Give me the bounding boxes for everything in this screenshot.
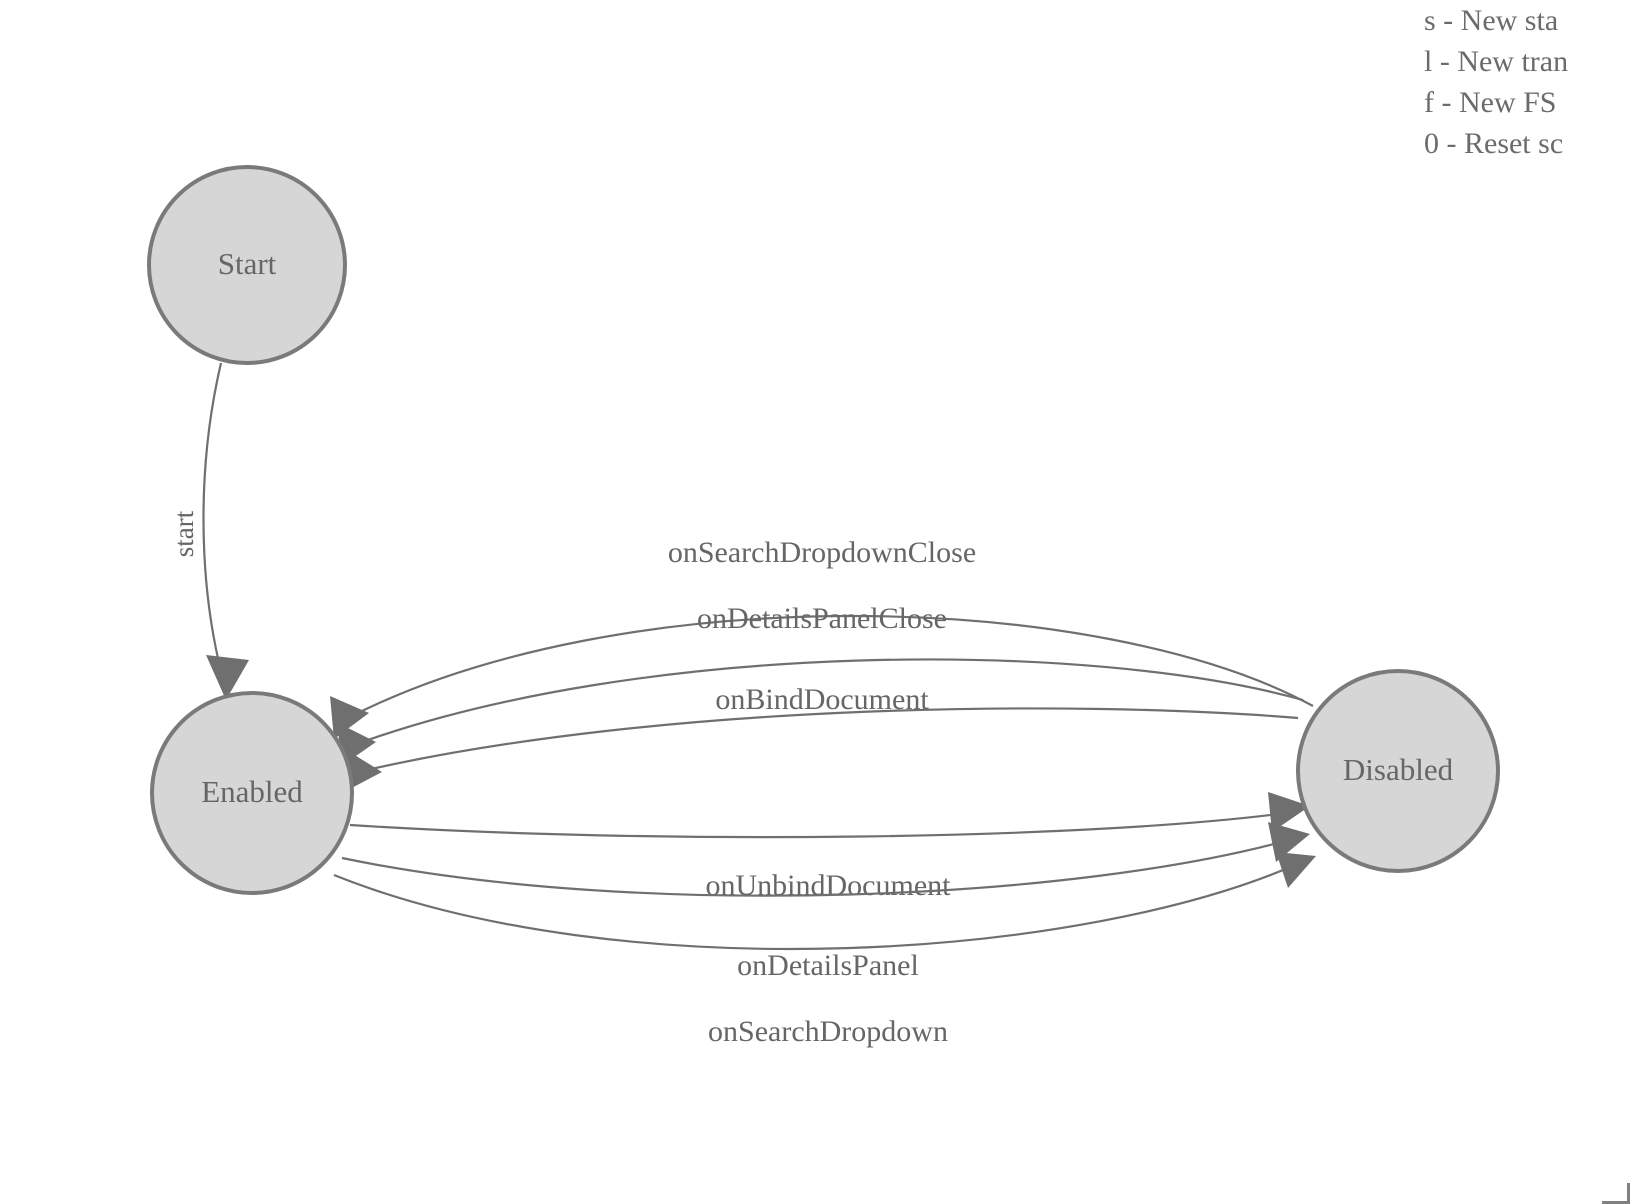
transition-on-bind-document[interactable]: onBindDocument — [344, 683, 1299, 792]
transition-on-search-dropdown-close-path[interactable] — [347, 614, 1314, 719]
resize-handle-vertical-bar — [1627, 1183, 1630, 1204]
resize-handle-horizontal-bar — [1602, 1201, 1630, 1204]
legend-item-reset: 0 - Reset sc — [1424, 127, 1564, 160]
legend-item-new-transition: l - New tran — [1424, 45, 1569, 78]
transition-on-details-panel-close-path[interactable] — [353, 658, 1304, 747]
transition-on-search-dropdown-close[interactable]: onSearchDropdownClose — [330, 536, 1314, 739]
state-node-disabled-label: Disabled — [1343, 752, 1454, 787]
legend-item-new-state: s - New sta — [1424, 4, 1559, 37]
transition-start-label: start — [169, 510, 199, 557]
transition-on-search-dropdown-close-label: onSearchDropdownClose — [668, 536, 976, 569]
state-node-enabled-circle[interactable] — [150, 691, 354, 895]
resize-handle-icon[interactable] — [1602, 1182, 1632, 1204]
transition-on-details-panel-label: onDetailsPanel — [737, 949, 919, 982]
transition-start-arrowhead — [206, 655, 249, 700]
state-node-enabled[interactable]: Enabled — [150, 691, 354, 895]
transition-on-details-panel-path[interactable] — [341, 836, 1297, 897]
node-group: Start Enabled Disabled — [147, 165, 1500, 895]
state-node-start-label: Start — [218, 246, 277, 281]
state-node-enabled-label: Enabled — [201, 774, 303, 809]
transition-start[interactable]: start — [169, 362, 249, 700]
transition-on-bind-document-path[interactable] — [357, 707, 1299, 774]
edge-group: start onSearchDropdownClose onDetailsPan… — [169, 362, 1316, 1048]
transition-on-bind-document-arrowhead — [344, 749, 382, 792]
transition-on-search-dropdown-path[interactable] — [333, 859, 1307, 951]
transition-on-search-dropdown-arrowhead — [1276, 852, 1316, 888]
transition-on-details-panel-arrowhead — [1268, 822, 1310, 862]
state-node-start-circle[interactable] — [147, 165, 347, 365]
state-node-disabled[interactable]: Disabled — [1296, 669, 1500, 873]
state-node-disabled-circle[interactable] — [1296, 669, 1500, 873]
transition-on-details-panel-close-label: onDetailsPanelClose — [697, 602, 947, 635]
transition-on-unbind-document[interactable]: onUnbindDocument — [349, 792, 1310, 902]
transition-on-unbind-document-arrowhead — [1268, 792, 1310, 832]
legend-item-new-fsm: f - New FS — [1424, 86, 1557, 119]
transition-on-details-panel[interactable]: onDetailsPanel — [341, 822, 1310, 982]
transition-start-path[interactable] — [202, 362, 223, 664]
transition-on-bind-document-label: onBindDocument — [715, 683, 929, 716]
legend-panel: s - New sta l - New tran f - New FS 0 - … — [1424, 0, 1632, 164]
transition-on-search-dropdown[interactable]: onSearchDropdown — [333, 852, 1316, 1048]
transition-on-unbind-document-path[interactable] — [349, 810, 1295, 839]
transition-on-search-dropdown-label: onSearchDropdown — [708, 1015, 948, 1048]
state-node-start[interactable]: Start — [147, 165, 347, 365]
transition-on-details-panel-close[interactable]: onDetailsPanelClose — [338, 602, 1304, 767]
transition-on-unbind-document-label: onUnbindDocument — [706, 869, 952, 902]
